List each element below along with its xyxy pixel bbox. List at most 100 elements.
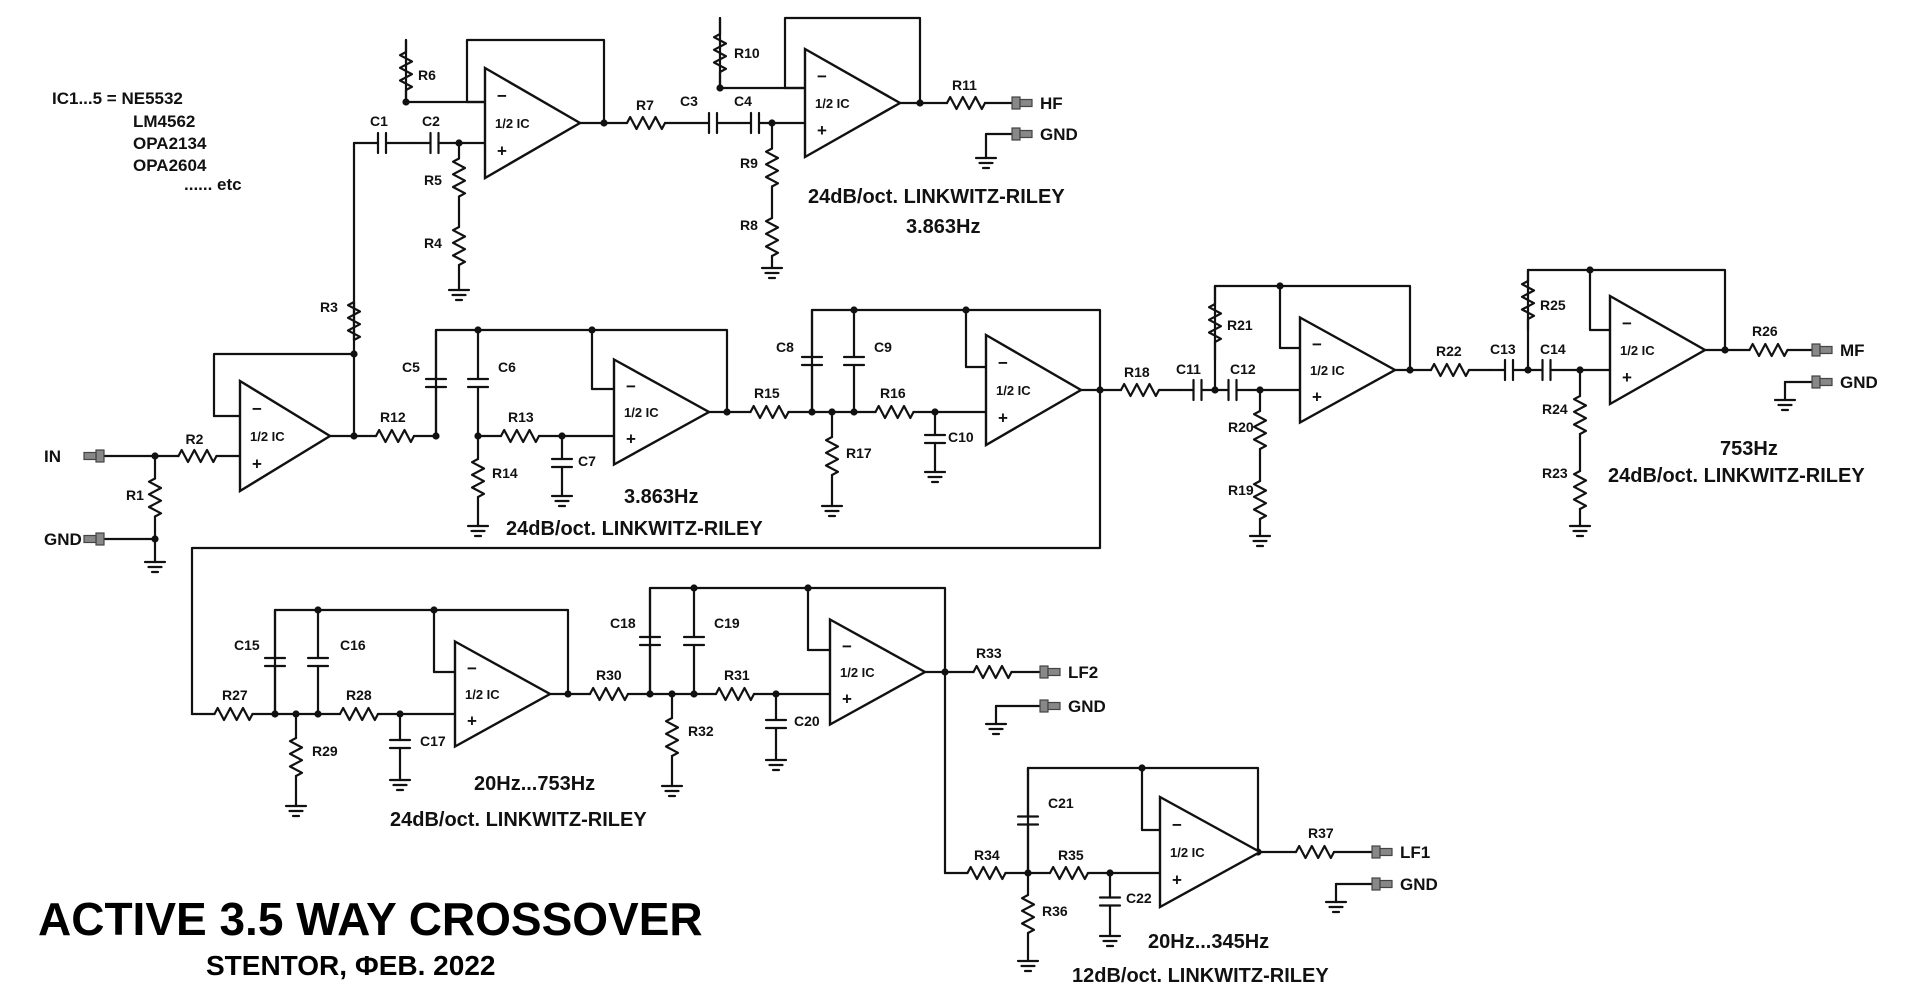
component-label: C8 [776, 339, 794, 355]
op-amp [1158, 794, 1263, 910]
component-label: R29 [312, 743, 338, 759]
ic-alternative: ...... etc [184, 175, 242, 194]
resistor [398, 50, 414, 92]
hf-freq-note: 3.863Hz [906, 216, 981, 238]
op-amp-minus: − [467, 659, 477, 678]
op-amp-plus: + [1622, 368, 1632, 387]
resistor [625, 115, 667, 131]
component-label: R1 [126, 487, 144, 503]
resistor [1520, 279, 1536, 321]
junction-dot [716, 84, 724, 92]
op-amp [1608, 293, 1708, 407]
ground-symbol [1568, 524, 1592, 538]
wire [852, 308, 1102, 392]
ground-symbol [388, 778, 412, 792]
op-amp [803, 46, 903, 160]
lf1-freq-note: 20Hz...345Hz [1148, 931, 1269, 953]
resistor [374, 428, 416, 444]
op-amp-label: 1/2 IC [465, 687, 500, 702]
connector-jack [1811, 375, 1833, 389]
junction-dot [1138, 764, 1146, 772]
op-amp-plus: + [998, 409, 1008, 428]
wire [783, 16, 922, 105]
op-amp [612, 357, 712, 467]
component-label: R27 [222, 687, 248, 703]
ground-symbol [1324, 900, 1348, 914]
port-label: GND [44, 530, 82, 549]
resistor [874, 404, 915, 420]
resistor [1429, 362, 1471, 378]
junction-dot [668, 690, 676, 698]
resistor [1572, 469, 1588, 511]
component-label: R25 [1540, 297, 1566, 313]
component-label: C5 [402, 359, 420, 375]
junction-dot [430, 606, 438, 614]
op-amp-plus: + [1312, 387, 1322, 406]
ground-symbol [923, 470, 947, 484]
op-amp-label: 1/2 IC [1310, 363, 1345, 378]
component-label: R37 [1308, 825, 1334, 841]
connector-jack [1039, 665, 1061, 679]
wire [1588, 268, 1727, 352]
op-amp-plus: + [252, 455, 262, 474]
component-label: R20 [1228, 419, 1254, 435]
component-label: R17 [846, 445, 872, 461]
ic-alternative: LM4562 [133, 112, 195, 131]
connector-jack [83, 449, 105, 463]
op-amp-minus: − [1622, 314, 1632, 333]
wires [102, 16, 1814, 963]
op-amp-minus: − [842, 637, 852, 656]
connector-jack [1371, 877, 1393, 891]
op-amp-plus: + [1172, 871, 1182, 890]
op-amp-label: 1/2 IC [815, 96, 850, 111]
resistor [712, 32, 728, 74]
wire [1526, 268, 1612, 332]
component-label: C21 [1048, 795, 1074, 811]
component-label: C16 [340, 637, 366, 653]
components [83, 32, 1833, 973]
ground-symbol [1773, 398, 1797, 412]
component-label: R15 [754, 385, 780, 401]
component-label: C3 [680, 93, 698, 109]
connector-jack [1011, 127, 1033, 141]
op-amp-minus: − [252, 400, 262, 419]
component-label: R35 [1058, 847, 1084, 863]
component-label: R21 [1227, 317, 1253, 333]
connector-jack [1011, 96, 1033, 110]
component-label: R16 [880, 385, 906, 401]
resistor [764, 216, 780, 258]
resistor [749, 404, 790, 420]
component-label: R32 [688, 723, 714, 739]
component-label: R14 [492, 465, 518, 481]
component-label: R13 [508, 409, 534, 425]
connector-jack [1811, 343, 1833, 357]
wire [692, 586, 947, 674]
ground-symbol [466, 524, 490, 538]
component-label: R36 [1042, 903, 1068, 919]
junction-dot [1576, 366, 1584, 374]
component-label: C13 [1490, 341, 1516, 357]
component-label: R33 [976, 645, 1002, 661]
ic-alternative: OPA2134 [133, 134, 207, 153]
resistor [1252, 409, 1268, 451]
component-label: R10 [734, 45, 760, 61]
op-amp-minus: − [1172, 816, 1182, 835]
op-amp [238, 378, 333, 494]
resistor [1048, 865, 1090, 881]
component-label: C19 [714, 615, 740, 631]
ground-symbol [760, 266, 784, 280]
wire [1026, 766, 1260, 854]
connector-jack [1039, 699, 1061, 713]
resistor [451, 225, 467, 267]
resistor [714, 686, 756, 702]
wire [273, 608, 320, 716]
component-label: C11 [1176, 361, 1201, 377]
ground-symbol [284, 804, 308, 818]
component-label: R12 [380, 409, 406, 425]
junction-dot [1276, 282, 1284, 290]
low1-freq-note: 3.863Hz [624, 486, 699, 508]
component-label: R7 [636, 97, 654, 113]
resistor [664, 716, 680, 758]
port-label: GND [1068, 697, 1106, 716]
